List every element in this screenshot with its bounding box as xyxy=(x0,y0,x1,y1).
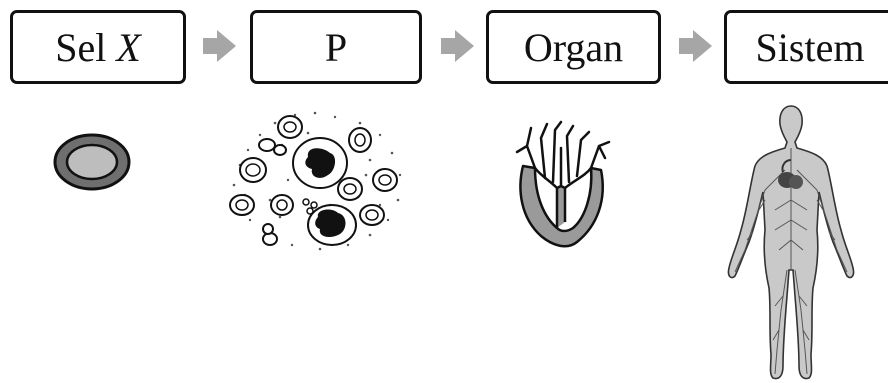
tissue-icon xyxy=(220,105,410,255)
stage-box-system: Sistem xyxy=(724,10,888,84)
arrow-right-icon xyxy=(441,29,475,63)
heart-icon xyxy=(505,118,615,253)
arrow-right-icon xyxy=(203,29,237,63)
stage-box-organ: Organ xyxy=(486,10,661,84)
human-body-circulatory-icon xyxy=(725,100,857,383)
arrow-right-icon xyxy=(679,29,713,63)
stage-label-tissue: P xyxy=(325,24,347,71)
stage-label-system: Sistem xyxy=(756,24,865,71)
stage-label-organ: Organ xyxy=(524,24,623,71)
cell-icon xyxy=(52,132,132,192)
stage-box-tissue: P xyxy=(250,10,422,84)
